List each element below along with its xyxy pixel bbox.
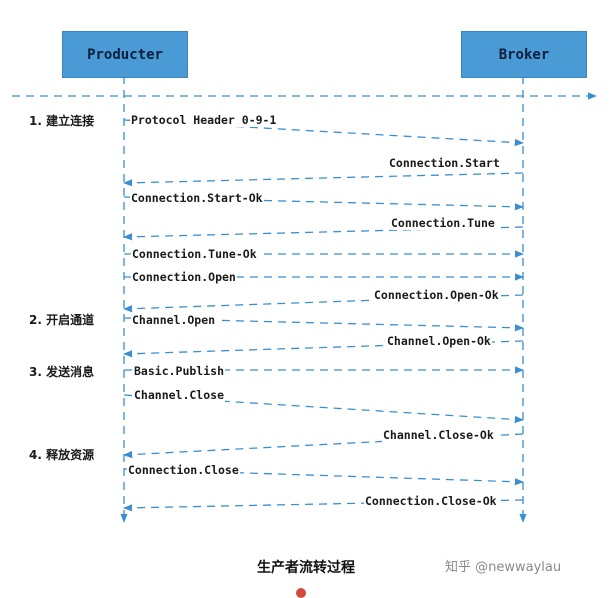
message-arrow (123, 196, 524, 211)
broker-box: Broker (461, 31, 587, 78)
phase-label-release-resources: 4. 释放资源 (29, 448, 95, 462)
diagram-caption: 生产者流转过程 (257, 560, 355, 576)
message-label: Channel.Open-Ok (386, 334, 492, 348)
message-arrow (123, 119, 524, 147)
message-arrow (123, 499, 524, 512)
phase-label-connect: 1. 建立连接 (29, 114, 95, 128)
message-label: Channel.Close-Ok (382, 428, 495, 442)
message-label: Channel.Open (131, 313, 217, 327)
message-label: Connection.Tune (390, 216, 496, 230)
message-arrow (123, 468, 524, 486)
message-label: Connection.Tune-Ok (131, 247, 258, 261)
message-arrow (123, 317, 524, 332)
message-arrow (123, 340, 524, 358)
message-arrow (123, 226, 524, 241)
phase-label-send-message: 3. 发送消息 (29, 365, 95, 379)
message-label: Channel.Close (133, 388, 226, 402)
red-dot (296, 588, 306, 598)
message-label: Connection.Start (388, 156, 501, 170)
message-label: Protocol Header 0-9-1 (130, 113, 278, 127)
message-arrow (123, 433, 524, 459)
message-label: Connection.Start-Ok (130, 191, 264, 205)
phase-label-open-channel: 2. 开启通道 (29, 313, 95, 327)
message-arrow (123, 394, 524, 424)
message-label: Connection.Close-Ok (364, 494, 498, 508)
message-label: Basic.Publish (133, 364, 226, 378)
message-arrow (123, 294, 524, 313)
watermark: 知乎 @newwaylau (445, 560, 562, 575)
producer-box: Producter (62, 31, 188, 78)
message-label: Connection.Close (127, 463, 240, 477)
message-arrow (123, 172, 524, 187)
message-label: Connection.Open (131, 270, 237, 284)
message-label: Connection.Open-Ok (373, 288, 500, 302)
